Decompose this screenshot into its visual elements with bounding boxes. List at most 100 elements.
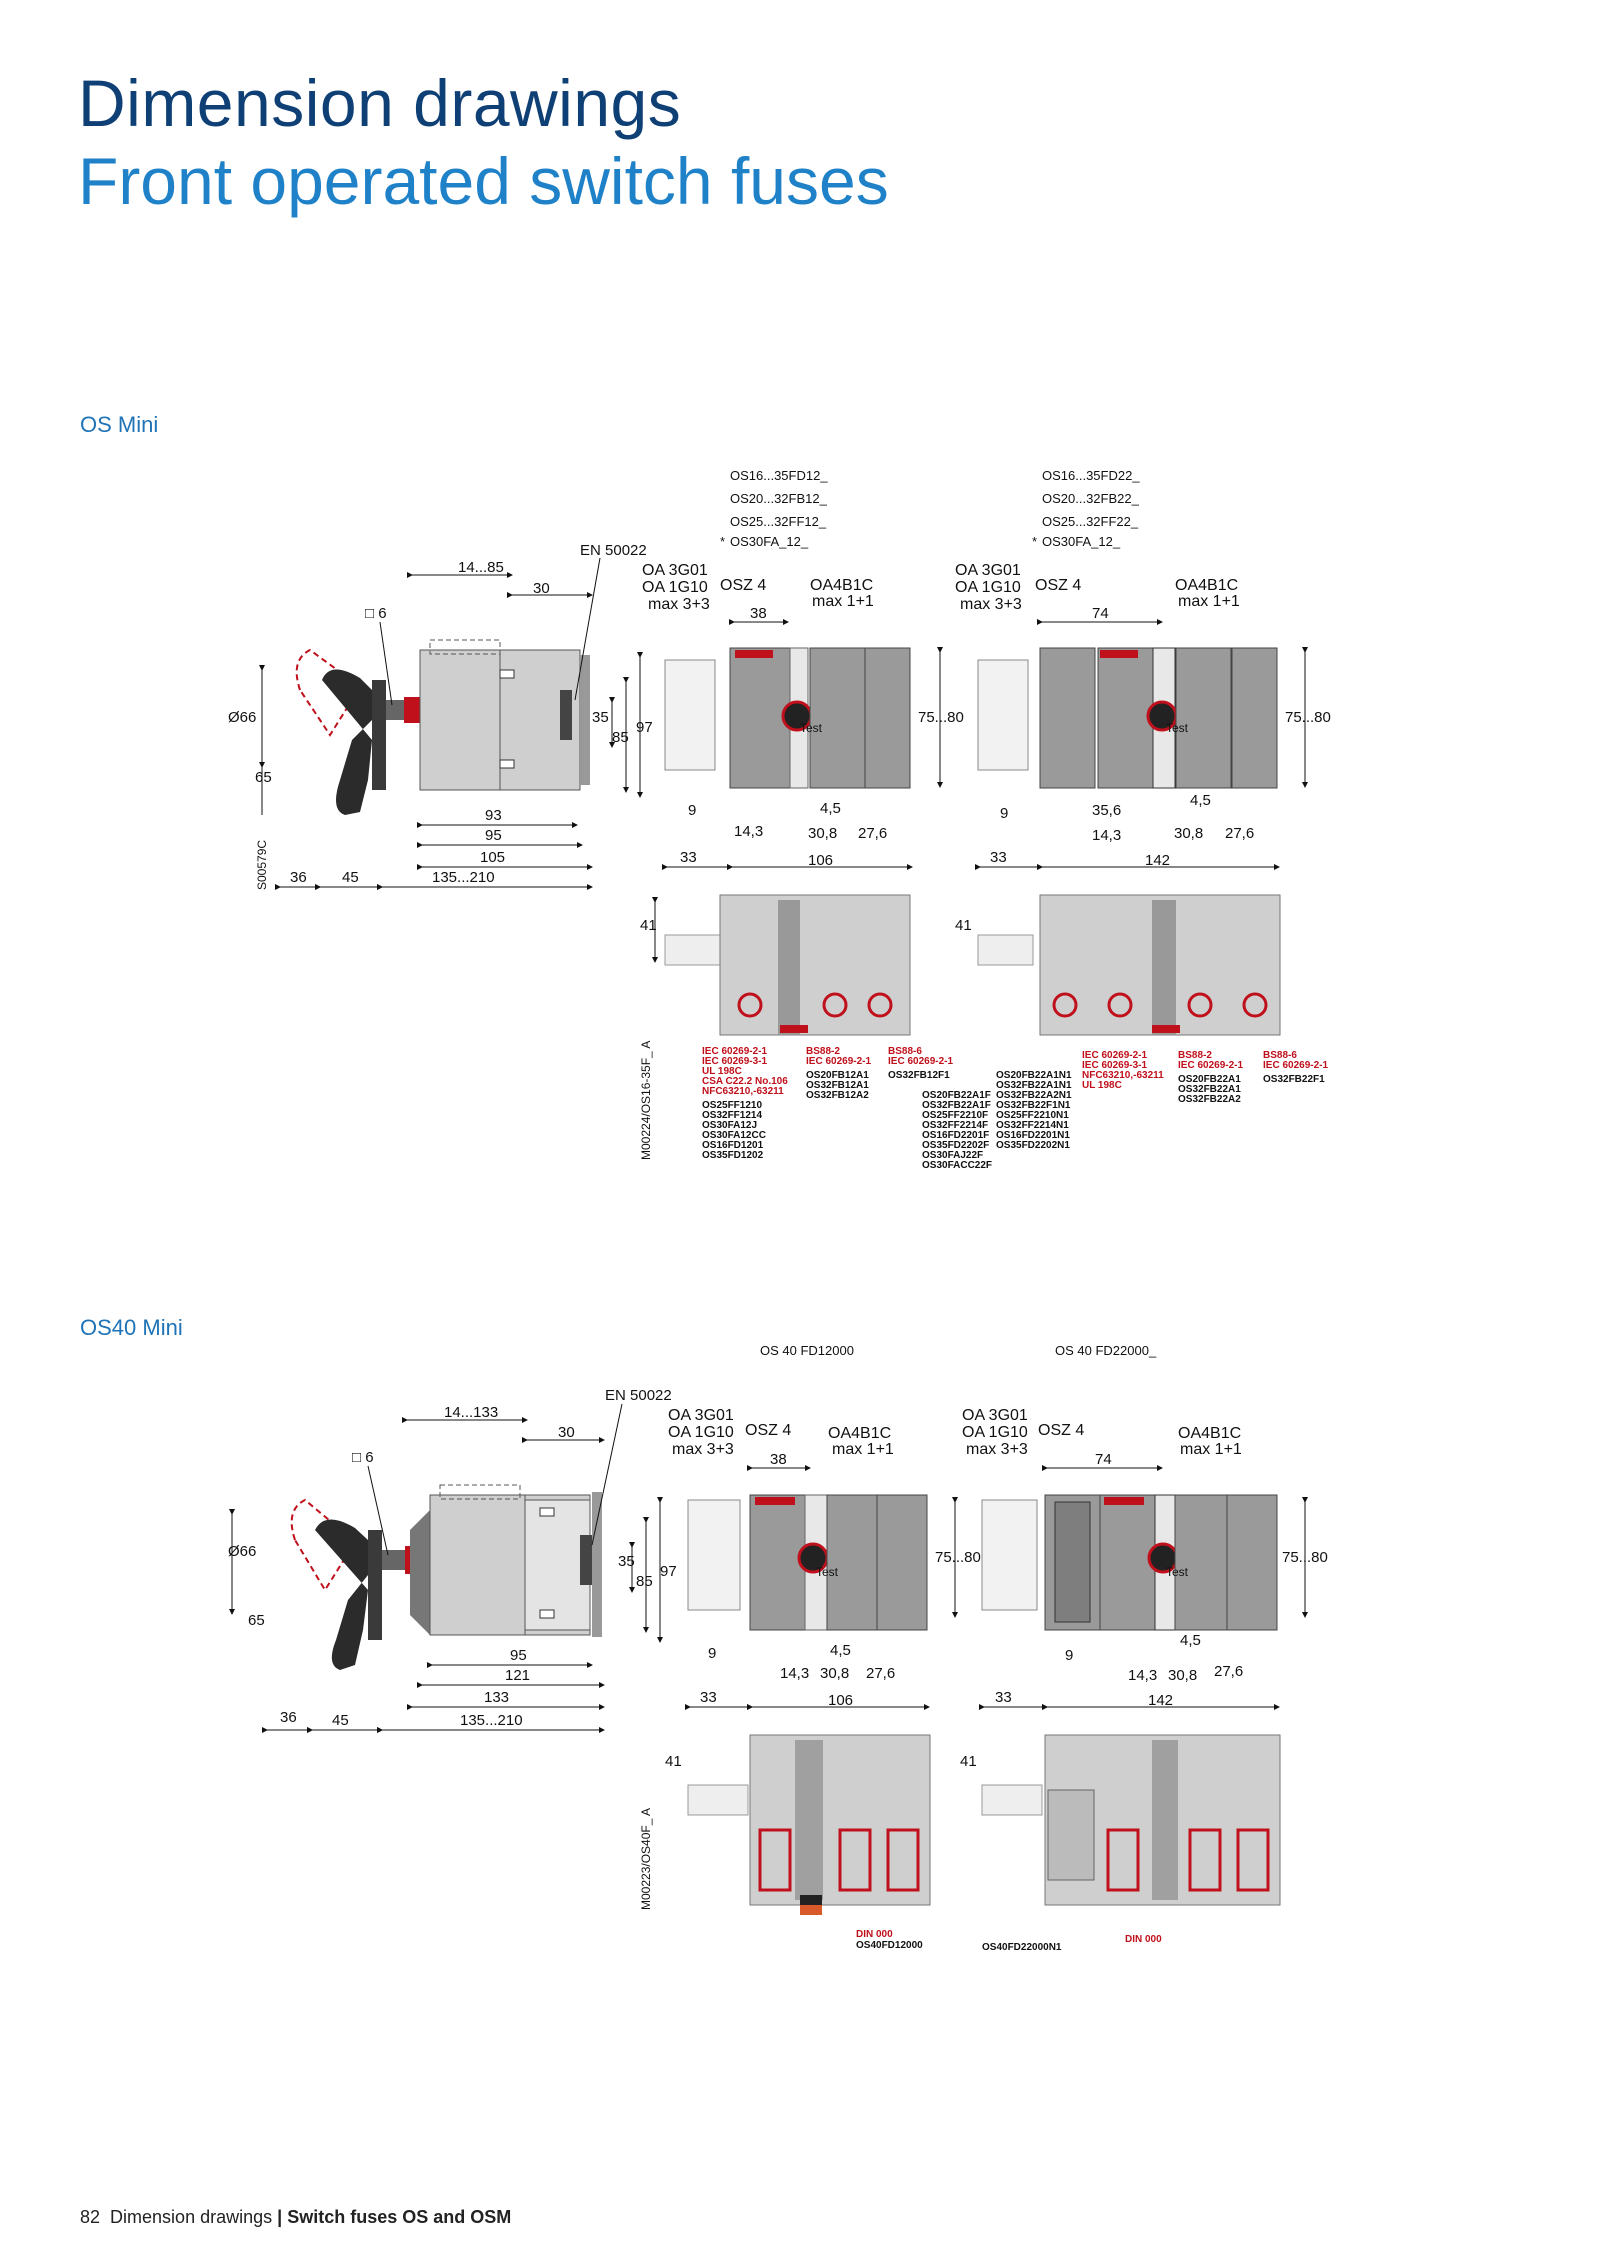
standard-text: CSA C22.2 No.106 bbox=[702, 1076, 788, 1087]
os40-codes: OS 40 FD12000 OS 40 FD22000_ bbox=[760, 1343, 1157, 1358]
part-number: OS32FB22F1 bbox=[1263, 1074, 1325, 1085]
part-number: OS32FB22A2N1 bbox=[996, 1090, 1072, 1101]
dim-label: 30 bbox=[558, 1424, 575, 1441]
part-number: OS25FF2210N1 bbox=[996, 1110, 1069, 1121]
standard-text: UL 198C bbox=[1082, 1080, 1122, 1091]
din-label: DIN 000 bbox=[856, 1929, 893, 1940]
part-number: OS35FD1202 bbox=[702, 1150, 764, 1161]
part-number: OS25FF2210F bbox=[922, 1110, 988, 1121]
dim-label: Ø66 bbox=[228, 1543, 256, 1560]
os-mini-top-view-left: 41 M00224/OS16-35F_ A bbox=[639, 894, 911, 1160]
dim-label: 38 bbox=[750, 605, 767, 622]
drawing-reference: M00223/OS40F_ A bbox=[639, 1808, 653, 1910]
dim-label: 33 bbox=[990, 849, 1007, 866]
dim-label: 36 bbox=[280, 1709, 297, 1726]
dim-label: 27,6 bbox=[858, 825, 887, 842]
part-number: OS20FB22A1 bbox=[1178, 1074, 1241, 1085]
dim-label: 33 bbox=[700, 1689, 717, 1706]
star-mark: * bbox=[720, 534, 725, 549]
part-number: OS32FB22A1N1 bbox=[996, 1080, 1072, 1091]
standard-text: IEC 60269-3-1 bbox=[1082, 1060, 1147, 1071]
dim-label: 41 bbox=[640, 917, 657, 934]
standard-text: IEC 60269-2-1 bbox=[1263, 1060, 1328, 1071]
dim-label: 9 bbox=[1000, 805, 1008, 822]
test-label: Test bbox=[1166, 721, 1189, 735]
din-label: DIN 000 bbox=[1125, 1934, 1162, 1945]
part-number: OS32FB12A1 bbox=[806, 1080, 869, 1091]
part-number: OS20FB22A1N1 bbox=[996, 1070, 1072, 1081]
os-mini-front-view-left: OA 3G01 OA 1G10 max 3+3 OSZ 4 OA4B1C max… bbox=[642, 562, 964, 870]
dim-label: 133 bbox=[484, 1689, 509, 1706]
code-text: OS20...32FB22_ bbox=[1042, 491, 1140, 506]
dim-label: □ 6 bbox=[352, 1449, 374, 1466]
dim-label: 14,3 bbox=[1128, 1667, 1157, 1684]
footer-document-title: Switch fuses OS and OSM bbox=[287, 2207, 512, 2227]
accessory-label: max 1+1 bbox=[832, 1441, 894, 1458]
os40-front-view-right: OA 3G01 OA 1G10 max 3+3 OSZ 4 OA4B1C max… bbox=[962, 1407, 1328, 1710]
dim-label: 74 bbox=[1092, 605, 1109, 622]
dim-label: 75...80 bbox=[1282, 1549, 1328, 1566]
drawing-reference: M00224/OS16-35F_ A bbox=[639, 1041, 653, 1160]
part-number: OS32FB12F1 bbox=[888, 1070, 950, 1081]
part-number: OS30FA12CC bbox=[702, 1130, 766, 1141]
dim-label: 27,6 bbox=[1214, 1663, 1243, 1680]
accessory-label: OA 1G10 bbox=[642, 579, 708, 596]
dim-label: 35 bbox=[618, 1553, 635, 1570]
standard-text: BS88-2 bbox=[806, 1046, 840, 1057]
accessory-label: OA 3G01 bbox=[642, 562, 708, 579]
os-mini-side-view: 14...85 30 EN 50022 □ 6 Ø66 65 35 85 97 … bbox=[228, 542, 653, 890]
os40-top-view-right: 41 OS40FD22000N1 DIN 000 bbox=[960, 1734, 1281, 1953]
dim-label: 142 bbox=[1145, 852, 1170, 869]
star-mark: * bbox=[1032, 534, 1037, 549]
dim-label: 45 bbox=[342, 869, 359, 886]
dim-label: 35 bbox=[592, 709, 609, 726]
drawing-reference: S00579C bbox=[255, 840, 269, 890]
dim-label: 9 bbox=[688, 802, 696, 819]
dim-label: 106 bbox=[828, 1692, 853, 1709]
dim-label: 30,8 bbox=[1174, 825, 1203, 842]
dim-label: 121 bbox=[505, 1667, 530, 1684]
part-number: OS32FB22A1 bbox=[1178, 1084, 1241, 1095]
section-heading-os-mini: OS Mini bbox=[80, 412, 159, 437]
part-number: OS32FB22F1N1 bbox=[996, 1100, 1071, 1111]
dim-label: 135...210 bbox=[432, 869, 495, 886]
dim-label: 9 bbox=[1065, 1647, 1073, 1664]
dim-label: 95 bbox=[510, 1647, 527, 1664]
footer-separator: | bbox=[277, 2207, 283, 2227]
accessory-label: OA 1G10 bbox=[962, 1424, 1028, 1441]
dim-label: 14,3 bbox=[734, 823, 763, 840]
dim-label: 30,8 bbox=[820, 1665, 849, 1682]
accessory-label: OA4B1C bbox=[1175, 577, 1238, 594]
code-text: OS30FA_12_ bbox=[730, 534, 809, 549]
section-heading-os40-mini: OS40 Mini bbox=[80, 1315, 183, 1340]
dim-label: 36 bbox=[290, 869, 307, 886]
part-number: OS32FF1214 bbox=[702, 1110, 762, 1121]
part-number: OS20FB12A1 bbox=[806, 1070, 869, 1081]
accessory-label: max 3+3 bbox=[960, 596, 1022, 613]
dim-label: 106 bbox=[808, 852, 833, 869]
os-mini-left-codes: OS16...35FD12_ OS20...32FB12_ OS25...32F… bbox=[720, 468, 828, 549]
part-number: OS30FACC22F bbox=[922, 1160, 992, 1171]
footer-section: Dimension drawings bbox=[110, 2207, 273, 2227]
dim-label: 85 bbox=[636, 1573, 653, 1590]
accessory-label: max 3+3 bbox=[672, 1441, 734, 1458]
dim-label: 4,5 bbox=[820, 800, 841, 817]
dim-label: EN 50022 bbox=[605, 1387, 672, 1404]
part-number: OS32FF2214F bbox=[922, 1120, 988, 1131]
code-text: OS16...35FD12_ bbox=[730, 468, 828, 483]
dim-label: 95 bbox=[485, 827, 502, 844]
part-number: OS40FD12000 bbox=[856, 1940, 923, 1951]
dim-label: 75...80 bbox=[918, 709, 964, 726]
accessory-label: max 1+1 bbox=[812, 593, 874, 610]
code-text: OS30FA_12_ bbox=[1042, 534, 1121, 549]
standard-text: IEC 60269-2-1 bbox=[1082, 1050, 1147, 1061]
dim-label: 135...210 bbox=[460, 1712, 523, 1729]
accessory-label: OSZ 4 bbox=[745, 1422, 791, 1439]
code-text: OS16...35FD22_ bbox=[1042, 468, 1140, 483]
page-title-line2: Front operated switch fuses bbox=[78, 144, 889, 218]
dim-label: 4,5 bbox=[1190, 792, 1211, 809]
part-number: OS16FD2201N1 bbox=[996, 1130, 1070, 1141]
dim-label: 14...133 bbox=[444, 1404, 498, 1421]
os40-front-view-left: OA 3G01 OA 1G10 max 3+3 OSZ 4 OA4B1C max… bbox=[668, 1407, 981, 1710]
dim-label: 41 bbox=[955, 917, 972, 934]
